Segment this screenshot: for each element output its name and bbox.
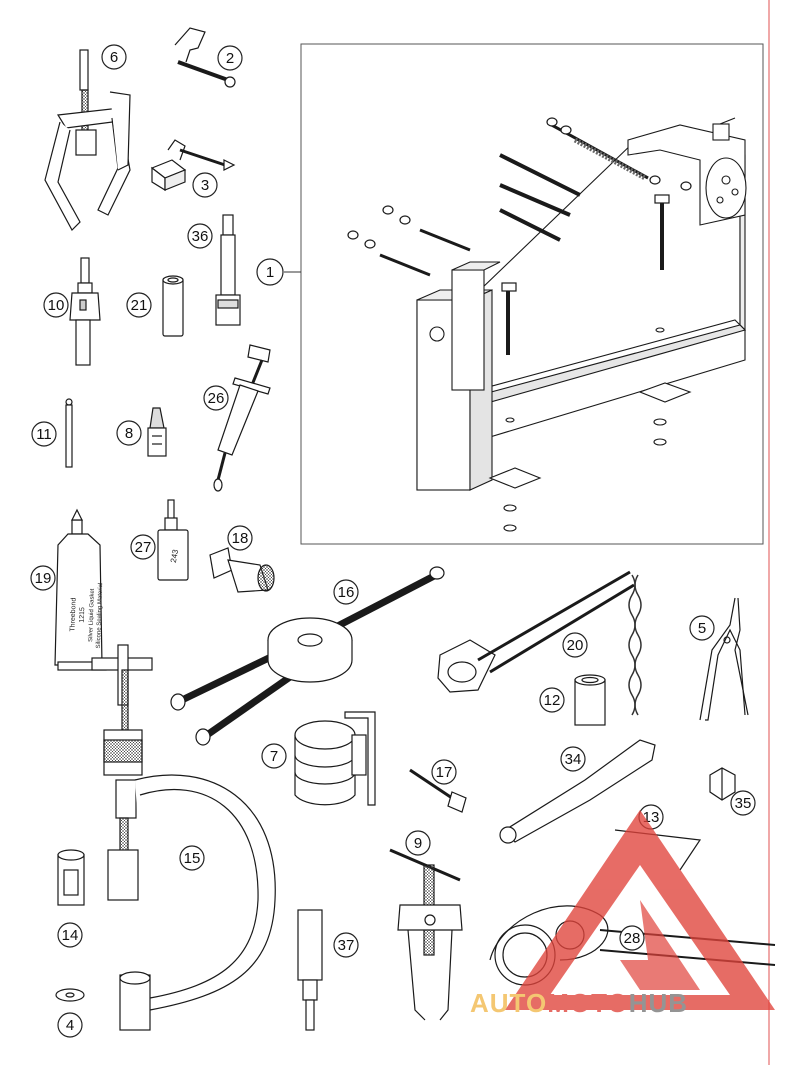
two-arm-puller bbox=[389, 848, 463, 1021]
svg-text:35: 35 bbox=[735, 795, 752, 812]
callout-9: 9 bbox=[405, 830, 431, 856]
puller-tool bbox=[44, 49, 131, 231]
callout-14: 14 bbox=[57, 922, 83, 948]
holder-tool bbox=[150, 139, 236, 192]
tube-label-1: Threebond bbox=[69, 598, 77, 632]
svg-text:16: 16 bbox=[338, 584, 355, 601]
bottle-label: 243 bbox=[169, 548, 180, 563]
sleeve-21 bbox=[162, 275, 184, 337]
pressing-tool-36 bbox=[215, 214, 241, 326]
svg-text:15: 15 bbox=[184, 850, 201, 867]
callout-37: 37 bbox=[333, 932, 359, 958]
threadlocker-bottle: 243 bbox=[157, 499, 189, 581]
callout-3: 3 bbox=[192, 172, 218, 198]
callout-7: 7 bbox=[261, 743, 287, 769]
svg-text:8: 8 bbox=[125, 425, 133, 442]
callout-19: 19 bbox=[30, 565, 56, 591]
engine-stand bbox=[416, 117, 747, 532]
watermark-text: AUTOMOTOHUB bbox=[470, 988, 688, 1018]
callout-27: 27 bbox=[130, 534, 156, 560]
chain-wrench bbox=[437, 570, 642, 716]
watermark-hub: HUB bbox=[629, 988, 688, 1018]
svg-text:28: 28 bbox=[624, 930, 641, 947]
lever-tool bbox=[174, 27, 236, 88]
svg-text:3: 3 bbox=[201, 177, 209, 194]
valve-17 bbox=[409, 768, 467, 813]
svg-text:17: 17 bbox=[436, 764, 453, 781]
callout-11: 11 bbox=[31, 421, 57, 447]
callout-28: 28 bbox=[619, 925, 645, 951]
sleeve-12 bbox=[574, 674, 606, 726]
callout-4: 4 bbox=[57, 1012, 83, 1038]
callout-15: 15 bbox=[179, 845, 205, 871]
svg-text:6: 6 bbox=[110, 49, 118, 66]
svg-text:14: 14 bbox=[62, 927, 79, 944]
svg-text:1: 1 bbox=[266, 264, 274, 281]
bearing-press bbox=[91, 644, 276, 1031]
gasket-tube: Threebond 1215 Silver Liquid Gasket Sili… bbox=[54, 508, 107, 671]
callout-6: 6 bbox=[101, 44, 127, 70]
watermark-triangle-icon bbox=[505, 810, 775, 1010]
sealant-8 bbox=[147, 407, 167, 457]
svg-text:37: 37 bbox=[338, 937, 355, 954]
svg-text:19: 19 bbox=[35, 570, 52, 587]
callout-21: 21 bbox=[126, 292, 152, 318]
grease-syringe bbox=[213, 344, 271, 492]
sleeve-14 bbox=[57, 849, 85, 906]
callout-12: 12 bbox=[539, 687, 565, 713]
svg-text:18: 18 bbox=[232, 530, 249, 547]
svg-text:7: 7 bbox=[270, 748, 278, 765]
spanner-34 bbox=[499, 739, 656, 844]
svg-text:26: 26 bbox=[208, 390, 225, 407]
callout-8: 8 bbox=[116, 420, 142, 446]
engine-stand-frame bbox=[300, 43, 764, 545]
callout-2: 2 bbox=[217, 45, 243, 71]
circlip-pliers bbox=[699, 597, 749, 721]
callout-20: 20 bbox=[562, 632, 588, 658]
callout-26: 26 bbox=[203, 385, 229, 411]
piston-ring-compressor bbox=[294, 711, 376, 806]
callout-10: 10 bbox=[43, 292, 69, 318]
punch-37 bbox=[297, 909, 323, 1031]
svg-text:4: 4 bbox=[66, 1017, 74, 1034]
svg-text:12: 12 bbox=[544, 692, 561, 709]
engine-stand-bolts bbox=[347, 117, 692, 355]
pin-11 bbox=[65, 398, 73, 468]
svg-text:34: 34 bbox=[565, 751, 582, 768]
extractor-10 bbox=[69, 257, 101, 366]
washer-4 bbox=[55, 988, 85, 1002]
svg-text:36: 36 bbox=[192, 228, 209, 245]
callout-5: 5 bbox=[689, 615, 715, 641]
callout-35: 35 bbox=[730, 790, 756, 816]
svg-text:20: 20 bbox=[567, 637, 584, 654]
tube-label-4: Silicone Sealing Material bbox=[96, 583, 104, 649]
callout-18: 18 bbox=[227, 525, 253, 551]
nut-35 bbox=[709, 767, 736, 801]
watermark-auto: AUTO bbox=[470, 988, 547, 1018]
callouts: 1 2 3 4 5 6 7 8 9 10 11 12 13 14 15 16 1… bbox=[30, 44, 756, 1038]
tube-label-3: Silver Liquid Gasket bbox=[88, 588, 96, 642]
callout-17: 17 bbox=[431, 759, 457, 785]
callout-16: 16 bbox=[333, 579, 359, 605]
callout-1: 1 bbox=[256, 258, 284, 286]
tube-label-2: 1215 bbox=[79, 607, 87, 623]
svg-text:5: 5 bbox=[698, 620, 706, 637]
svg-text:2: 2 bbox=[226, 50, 234, 67]
svg-text:11: 11 bbox=[36, 426, 52, 443]
callout-36: 36 bbox=[187, 223, 213, 249]
svg-text:9: 9 bbox=[414, 835, 422, 852]
holding-fixture bbox=[170, 566, 445, 746]
callout-34: 34 bbox=[560, 746, 586, 772]
svg-text:10: 10 bbox=[48, 297, 65, 314]
watermark-moto: MOTO bbox=[547, 988, 629, 1018]
svg-text:27: 27 bbox=[135, 539, 152, 556]
adapter-18 bbox=[209, 547, 275, 593]
svg-text:21: 21 bbox=[131, 297, 148, 314]
watermark: AUTOMOTOHUB bbox=[470, 810, 775, 1018]
